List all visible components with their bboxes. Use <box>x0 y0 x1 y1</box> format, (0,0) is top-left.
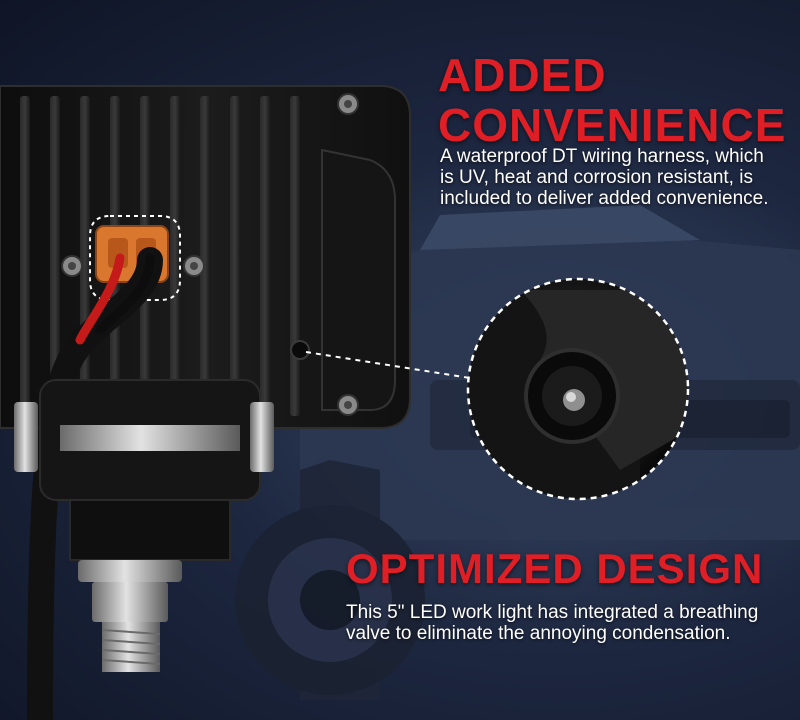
title-line-2: CONVENIENCE <box>438 99 787 151</box>
added-convenience-description: A waterproof DT wiring harness, which is… <box>440 146 769 209</box>
callout-line <box>305 351 471 379</box>
title-line-1: ADDED <box>438 49 607 101</box>
breathing-valve-zoom <box>466 277 690 501</box>
optimized-design-description: This 5" LED work light has integrated a … <box>346 602 759 644</box>
wiring-harness <box>27 247 163 720</box>
optimized-design-title: OPTIMIZED DESIGN <box>346 545 764 592</box>
added-convenience-title: ADDED CONVENIENCE <box>438 52 786 152</box>
mounting-bracket <box>14 379 274 672</box>
